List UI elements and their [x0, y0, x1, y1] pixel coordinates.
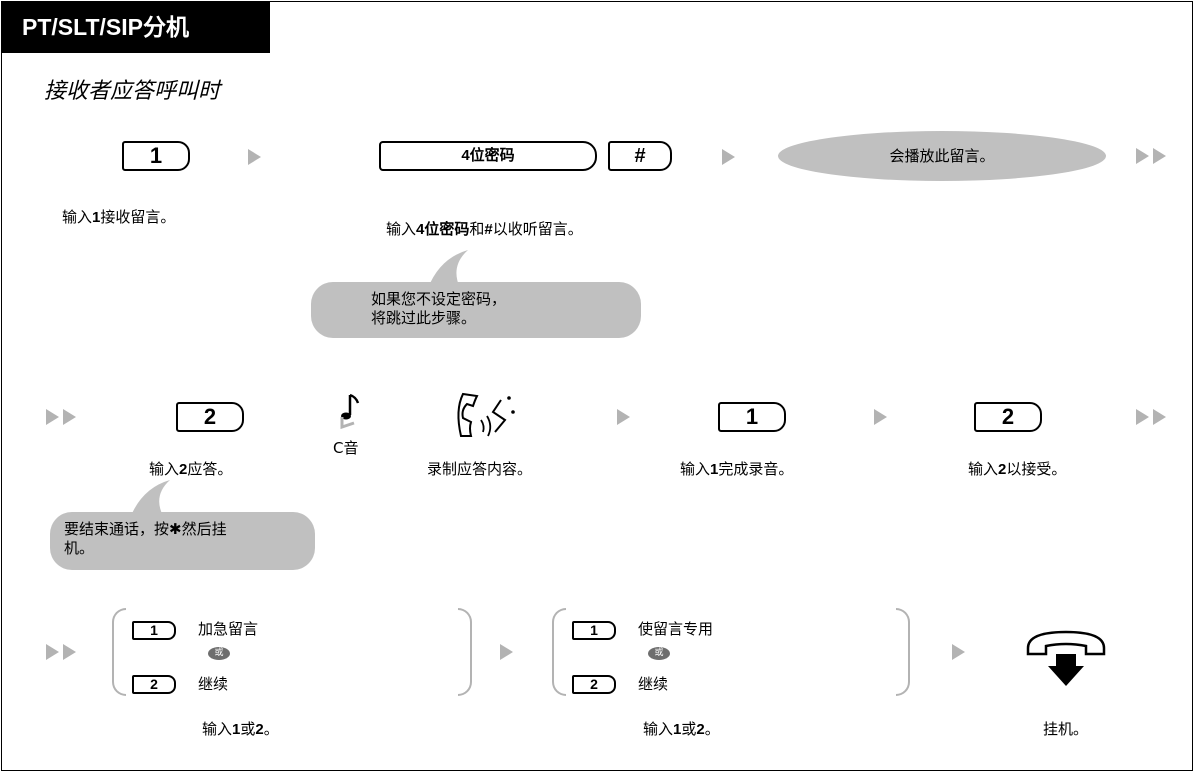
key-1[interactable]: 1: [718, 402, 786, 432]
key-2[interactable]: 2: [132, 675, 176, 694]
step-label: 输入1接收留言。: [62, 208, 176, 226]
step-label: 输入1或2。: [202, 720, 279, 738]
step-label: 挂机。: [1043, 720, 1089, 738]
callout-pointer: [130, 480, 170, 518]
section-subtitle: 接收者应答呼叫时: [44, 79, 221, 104]
tone-label: C音: [333, 439, 359, 457]
bracket-left: [552, 608, 566, 696]
callout-pointer: [428, 250, 468, 288]
end-call-callout: 要结束通话，按✱然后挂 机。: [50, 512, 315, 570]
hash-key[interactable]: #: [608, 141, 672, 171]
bracket-left: [112, 608, 126, 696]
option-label: 继续: [198, 675, 229, 693]
key-2[interactable]: 2: [572, 675, 616, 694]
step-arrow: [952, 644, 965, 660]
or-badge: 或: [648, 647, 670, 660]
step-label: 输入2以接受。: [968, 460, 1067, 478]
step-label: 输入4位密码和#以收听留言。: [386, 220, 583, 238]
continue-arrow: [1136, 148, 1170, 164]
step-label: 输入1完成录音。: [680, 460, 794, 478]
playback-message: 会播放此留言。: [778, 131, 1106, 181]
key-2[interactable]: 2: [974, 402, 1042, 432]
option-label: 使留言专用: [638, 620, 714, 638]
step-label: 输入1或2。: [643, 720, 720, 738]
option-label: 继续: [638, 675, 669, 693]
continue-arrow: [46, 409, 80, 425]
step-label: 输入2应答。: [149, 460, 233, 478]
page-title: PT/SLT/SIP分机: [2, 2, 270, 53]
continue-arrow: [46, 644, 80, 660]
hang-up-icon: [1026, 630, 1106, 686]
step-arrow: [722, 149, 735, 165]
key-1[interactable]: 1: [122, 141, 190, 171]
step-arrow: [874, 409, 887, 425]
step-arrow: [248, 149, 261, 165]
continue-arrow: [1136, 409, 1170, 425]
password-key[interactable]: 4位密码: [379, 141, 597, 171]
musical-note-icon: [340, 393, 360, 429]
key-1[interactable]: 1: [572, 621, 616, 640]
key-2[interactable]: 2: [176, 402, 244, 432]
handset-speaking-icon: [457, 392, 515, 437]
key-1[interactable]: 1: [132, 621, 176, 640]
or-badge: 或: [208, 647, 230, 660]
step-arrow: [617, 409, 630, 425]
step-label: 录制应答内容。: [427, 460, 533, 478]
bracket-right: [896, 608, 910, 696]
skip-password-callout: 如果您不设定密码， 将跳过此步骤。: [311, 282, 641, 338]
bracket-right: [458, 608, 472, 696]
option-label: 加急留言: [198, 620, 259, 638]
step-arrow: [500, 644, 513, 660]
